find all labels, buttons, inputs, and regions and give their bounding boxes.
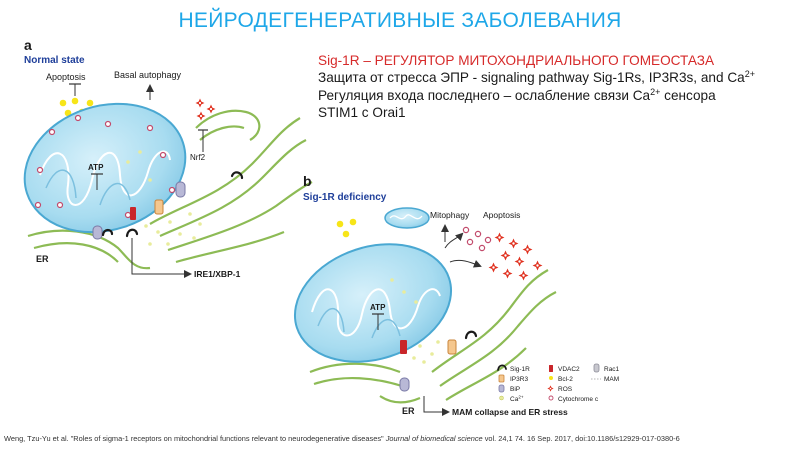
panel-b-ca-dots <box>390 278 440 364</box>
legend-bcl2-label: Bcl-2 <box>558 376 573 383</box>
panel-b-cytochrome-dots <box>462 226 492 252</box>
legend-rac1-icon <box>593 363 600 373</box>
panel-a-er-membrane <box>27 109 313 270</box>
panel-a-ip3r3-protein <box>154 199 164 215</box>
citation-details: vol. 24,1 74. 16 Sep. 2017, doi:10.1186/… <box>482 434 680 443</box>
legend-vdac2-icon <box>549 365 553 372</box>
legend-vdac2-label: VDAC2 <box>558 366 580 373</box>
panel-b-sig1r-hook <box>464 330 478 340</box>
panel-b-vdac2-protein <box>400 340 407 354</box>
panel-b-cyt-arrow <box>444 232 464 249</box>
slide-title: НЕЙРОДЕГЕНЕРАТИВНЫЕ ЗАБОЛЕВАНИЯ <box>178 9 622 32</box>
legend-rac1-label: Rac1 <box>604 366 620 373</box>
legend-bip-label: BiP <box>510 386 520 393</box>
description-line-stress: Защита от стресса ЭПР - signaling pathwa… <box>318 69 796 86</box>
description-line-stim1: STIM1 с Orai1 <box>318 105 406 121</box>
panel-b-ros-arrow <box>449 259 482 268</box>
legend-cytochrome-label: Cytochrome c <box>558 396 599 403</box>
panel-a-bip-protein <box>92 225 103 240</box>
panel-b-mitophagy-mito <box>384 207 430 229</box>
panel-b-mam-arrow <box>423 396 450 416</box>
description-headline: Sig-1R – РЕГУЛЯТОР МИТОХОНДРИАЛЬНОГО ГОМ… <box>318 53 715 68</box>
panel-a-nrf2-label: Nrf2 <box>190 153 206 162</box>
panel-b-er-label: ER <box>402 406 415 416</box>
panel-a-mitochondrion <box>23 102 187 234</box>
legend-ip3r3-label: IP3R3 <box>510 376 528 383</box>
description-line-regulation-text: Регуляция входа последнего – ослабление … <box>318 87 651 103</box>
legend-bip-icon <box>498 384 505 393</box>
panel-a-basal-autophagy-label: Basal autophagy <box>114 70 182 80</box>
legend-sig1r-icon <box>497 364 507 371</box>
panel-b-ca-cluster <box>336 218 357 238</box>
panel-a-er-label: ER <box>36 254 49 264</box>
legend-bcl2-icon <box>549 376 553 380</box>
panel-a-apoptosis-label: Apoptosis <box>46 72 86 82</box>
panel-b-atp-label: ATP <box>370 303 386 312</box>
legend-ca-text: Ca <box>510 396 519 403</box>
description-line-stress-sup: 2+ <box>744 69 755 80</box>
panel-b-letter: b <box>303 173 312 189</box>
panel-b-mitophagy-mito-cristae <box>389 214 423 220</box>
panel-a-vdac2-protein <box>130 207 136 220</box>
citation-journal: Journal of biomedical science <box>383 434 483 443</box>
legend-mam-label: MAM <box>604 376 619 383</box>
panel-a-ire1-arrow <box>131 238 192 278</box>
legend-cytochrome-icon <box>548 395 554 401</box>
legend-ros-icon <box>547 385 554 392</box>
description-line-regulation-sup: 2+ <box>650 86 661 97</box>
panel-b-ip3r3-protein <box>447 339 457 355</box>
panel-a-ca-dots <box>126 150 202 246</box>
citation-authors-title: Weng, Tzu-Yu et al. "Roles of sigma-1 re… <box>4 434 384 443</box>
panel-a-ire1-label: IRE1/XBP-1 <box>194 269 241 279</box>
panel-a-atp-label: ATP <box>88 163 104 172</box>
description-line-regulation-tail: сенсора <box>660 87 716 103</box>
panel-b-title: Sig-1R deficiency <box>303 192 387 203</box>
legend-sig1r-label: Sig-1R <box>510 366 530 373</box>
legend: Sig-1R IP3R3 BiP Ca2+ VDAC2 Bcl-2 ROS Cy… <box>497 363 620 404</box>
panel-a-sig1r-hooks <box>101 171 244 238</box>
description-line-regulation: Регуляция входа последнего – ослабление … <box>318 87 796 104</box>
panel-b-mam-collapse-label: MAM collapse and ER stress <box>452 407 568 417</box>
panel-b-apoptosis-label: Apoptosis <box>483 210 520 220</box>
description-block: Sig-1R – РЕГУЛЯТОР МИТОХОНДРИАЛЬНОГО ГОМ… <box>318 52 796 122</box>
panel-a: a Normal state Apoptosis Basal autophagy <box>23 37 313 279</box>
panel-b: b Sig-1R deficiency Mitophagy Apoptosis <box>293 173 620 417</box>
legend-ca-label: Ca2+ <box>510 395 524 404</box>
description-line-stress-text: Защита от стресса ЭПР - signaling pathwa… <box>318 70 745 86</box>
panel-a-cytochrome-dots <box>34 114 176 219</box>
panel-a-rac1-protein <box>175 181 186 198</box>
citation: Weng, Tzu-Yu et al. "Roles of sigma-1 re… <box>4 434 800 443</box>
panel-a-title: Normal state <box>24 55 85 66</box>
panel-b-bip-protein <box>399 377 410 392</box>
legend-ca-icon <box>499 395 504 401</box>
legend-ros-label: ROS <box>558 386 573 393</box>
panel-a-letter: a <box>24 37 32 53</box>
legend-ip3r3-icon <box>498 374 505 383</box>
panel-b-mitophagy-label: Mitophagy <box>430 210 470 220</box>
panel-b-mitochondrion <box>293 243 453 363</box>
legend-ca-sup: 2+ <box>518 395 524 400</box>
panel-b-ros-stars <box>488 232 543 281</box>
panel-b-er-membrane <box>309 269 557 404</box>
